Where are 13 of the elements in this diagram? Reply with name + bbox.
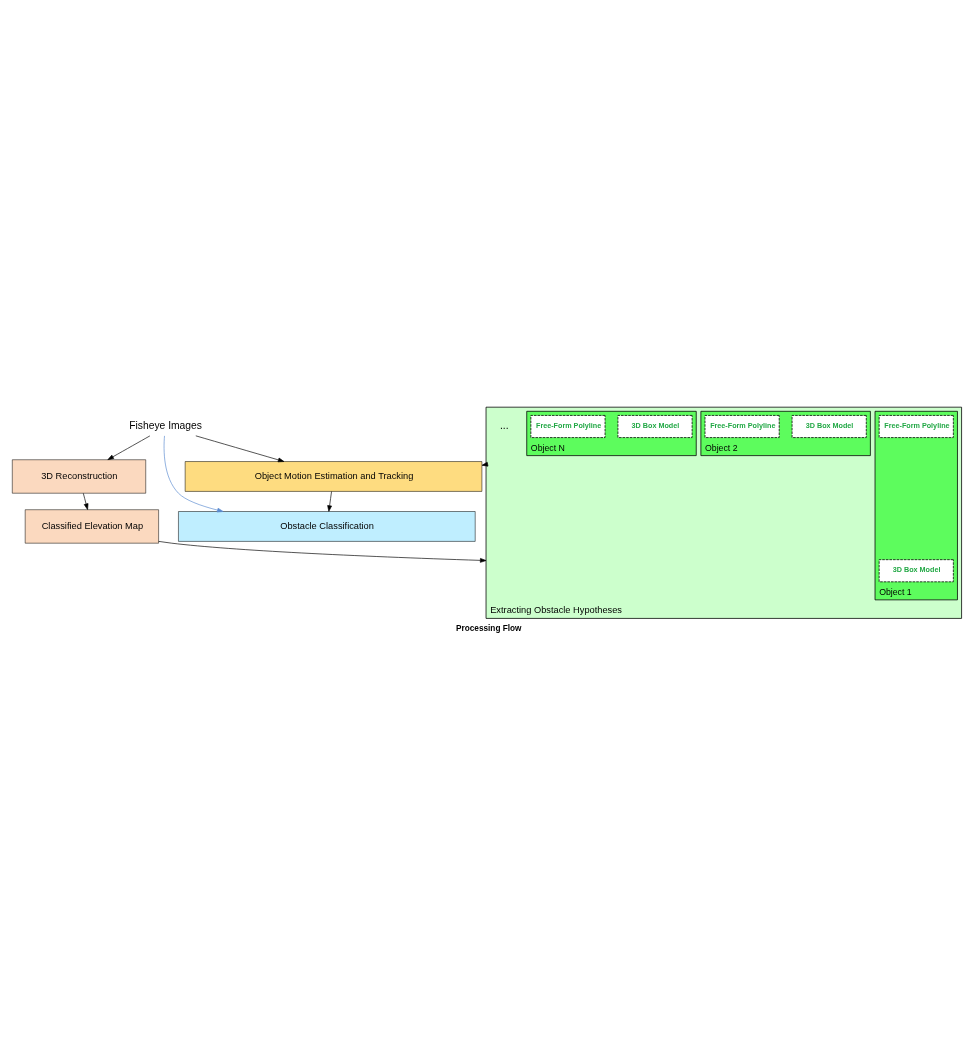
node-box: Object Motion Estimation and Tracking: [184, 461, 482, 492]
arrow: [107, 435, 150, 460]
label: ...: [499, 420, 509, 432]
node-box: Classified Elevation Map: [24, 509, 159, 544]
arrow: [163, 435, 223, 513]
arrow: [194, 435, 284, 463]
node-box: 3D Reconstruction: [11, 459, 146, 494]
node-box: Obstacle Classification: [177, 511, 475, 542]
arrow: [82, 492, 88, 510]
arrow: [157, 541, 486, 563]
arrow: [326, 491, 332, 512]
node-text: Fisheye Images: [128, 420, 202, 432]
caption: Processing Flow: [455, 623, 521, 633]
